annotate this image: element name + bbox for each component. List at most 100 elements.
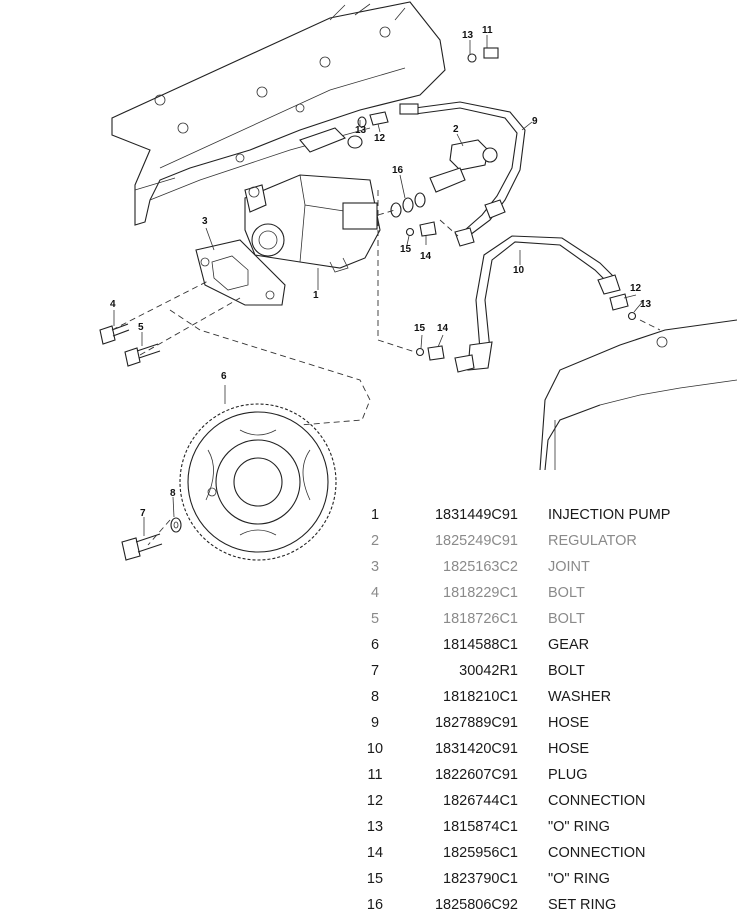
callout-13: 13: [462, 30, 474, 41]
item-number: 9: [370, 715, 380, 731]
part-description: SET RING: [548, 897, 617, 913]
part-number: 1818210C1: [443, 689, 518, 705]
part-description: BOLT: [548, 585, 585, 601]
fittings: [357, 47, 637, 361]
joint-gasket: [195, 239, 286, 306]
item-number: 1: [370, 507, 380, 523]
item-number: 10: [366, 741, 384, 757]
item-number: 5: [370, 611, 380, 627]
part-description: PLUG: [548, 767, 588, 783]
clamp-bracket: [299, 127, 363, 153]
item-number: 12: [366, 793, 384, 809]
callout-1: 1: [313, 290, 319, 301]
item-number: 14: [366, 845, 384, 861]
part-description: INJECTION PUMP: [548, 507, 671, 523]
parts-row-16: 16 1825806C92 SET RING: [360, 893, 730, 919]
parts-row-3: 3 1825163C2 JOINT: [360, 555, 730, 581]
part-number: 1815874C1: [443, 819, 518, 835]
parts-row-8: 8 1818210C1 WASHER: [360, 685, 730, 711]
callout-15: 15: [400, 244, 412, 255]
hose-9: [399, 101, 526, 247]
callout-12: 12: [374, 133, 386, 144]
callout-4: 4: [110, 299, 116, 310]
item-number: 15: [366, 871, 384, 887]
gear: [179, 403, 337, 561]
part-description: HOSE: [548, 715, 590, 731]
part-number: 1818229C1: [443, 585, 518, 601]
parts-row-4: 4 1818229C1 BOLT: [360, 581, 730, 607]
part-description: WASHER: [548, 689, 612, 705]
engine-block-outline: [111, 1, 446, 226]
parts-row-1: 1 1831449C91 INJECTION PUMP: [360, 503, 730, 529]
callout-13: 13: [640, 299, 652, 310]
part-number: 1825163C2: [443, 559, 518, 575]
callout-16: 16: [392, 165, 404, 176]
parts-list: 1 1831449C91 INJECTION PUMP 2 1825249C91 REG…: [360, 503, 730, 919]
part-description: REGULATOR: [548, 533, 637, 549]
bolts-4-5: [99, 323, 161, 367]
set-rings: [390, 192, 426, 218]
callout-2: 2: [453, 124, 459, 135]
part-description: HOSE: [548, 741, 590, 757]
parts-row-5: 5 1818726C1 BOLT: [360, 607, 730, 633]
part-number: 1826744C1: [443, 793, 518, 809]
callout-7: 7: [140, 508, 146, 519]
part-description: "O" RING: [548, 819, 610, 835]
callout-5: 5: [138, 322, 144, 333]
regulator: [429, 139, 498, 193]
callout-9: 9: [532, 116, 538, 127]
part-number: 1822607C91: [434, 767, 518, 783]
injection-pump: [244, 174, 381, 273]
gear-bolt: [121, 517, 182, 561]
part-number: 1814588C1: [443, 637, 518, 653]
part-description: BOLT: [548, 611, 585, 627]
callout-6: 6: [221, 371, 227, 382]
item-number: 16: [366, 897, 384, 913]
part-number: 1831420C91: [434, 741, 518, 757]
callout-3: 3: [202, 216, 208, 227]
part-number: 1825249C91: [434, 533, 518, 549]
part-number: 1825956C1: [443, 845, 518, 861]
item-number: 2: [370, 533, 380, 549]
callout-10: 10: [513, 265, 525, 276]
parts-row-14: 14 1825956C1 CONNECTION: [360, 841, 730, 867]
alignment-lines: [111, 190, 661, 546]
item-number: 8: [370, 689, 380, 705]
callout-12: 12: [630, 283, 642, 294]
item-number: 6: [370, 637, 380, 653]
callout-14: 14: [420, 251, 432, 262]
parts-row-12: 12 1826744C1 CONNECTION: [360, 789, 730, 815]
part-description: JOINT: [548, 559, 590, 575]
item-number: 11: [367, 767, 383, 783]
part-description: GEAR: [548, 637, 590, 653]
callout-leaders: [113, 35, 645, 536]
parts-row-2: 2 1825249C91 REGULATOR: [360, 529, 730, 555]
item-number: 3: [370, 559, 380, 575]
part-number: 1823790C1: [443, 871, 518, 887]
engine-block-right: [539, 319, 737, 471]
callout-13: 13: [355, 125, 367, 136]
callout-8: 8: [170, 488, 176, 499]
callout-14: 14: [437, 323, 449, 334]
part-number: 1818726C1: [443, 611, 518, 627]
part-number: 30042R1: [459, 663, 518, 679]
part-description: BOLT: [548, 663, 585, 679]
parts-row-13: 13 1815874C1 "O" RING: [360, 815, 730, 841]
part-number: 1825806C92: [434, 897, 518, 913]
item-number: 4: [370, 585, 380, 601]
parts-row-10: 10 1831420C91 HOSE: [360, 737, 730, 763]
parts-row-15: 15 1823790C1 "O" RING: [360, 867, 730, 893]
parts-row-11: 11 1822607C91 PLUG: [360, 763, 730, 789]
part-description: "O" RING: [548, 871, 610, 887]
item-number: 13: [366, 819, 384, 835]
part-number: 1831449C91: [434, 507, 518, 523]
part-description: CONNECTION: [548, 793, 646, 809]
callout-11: 11: [482, 25, 493, 36]
parts-row-6: 6 1814588C1 GEAR: [360, 633, 730, 659]
part-description: CONNECTION: [548, 845, 646, 861]
hose-10: [454, 235, 621, 373]
callout-15: 15: [414, 323, 426, 334]
